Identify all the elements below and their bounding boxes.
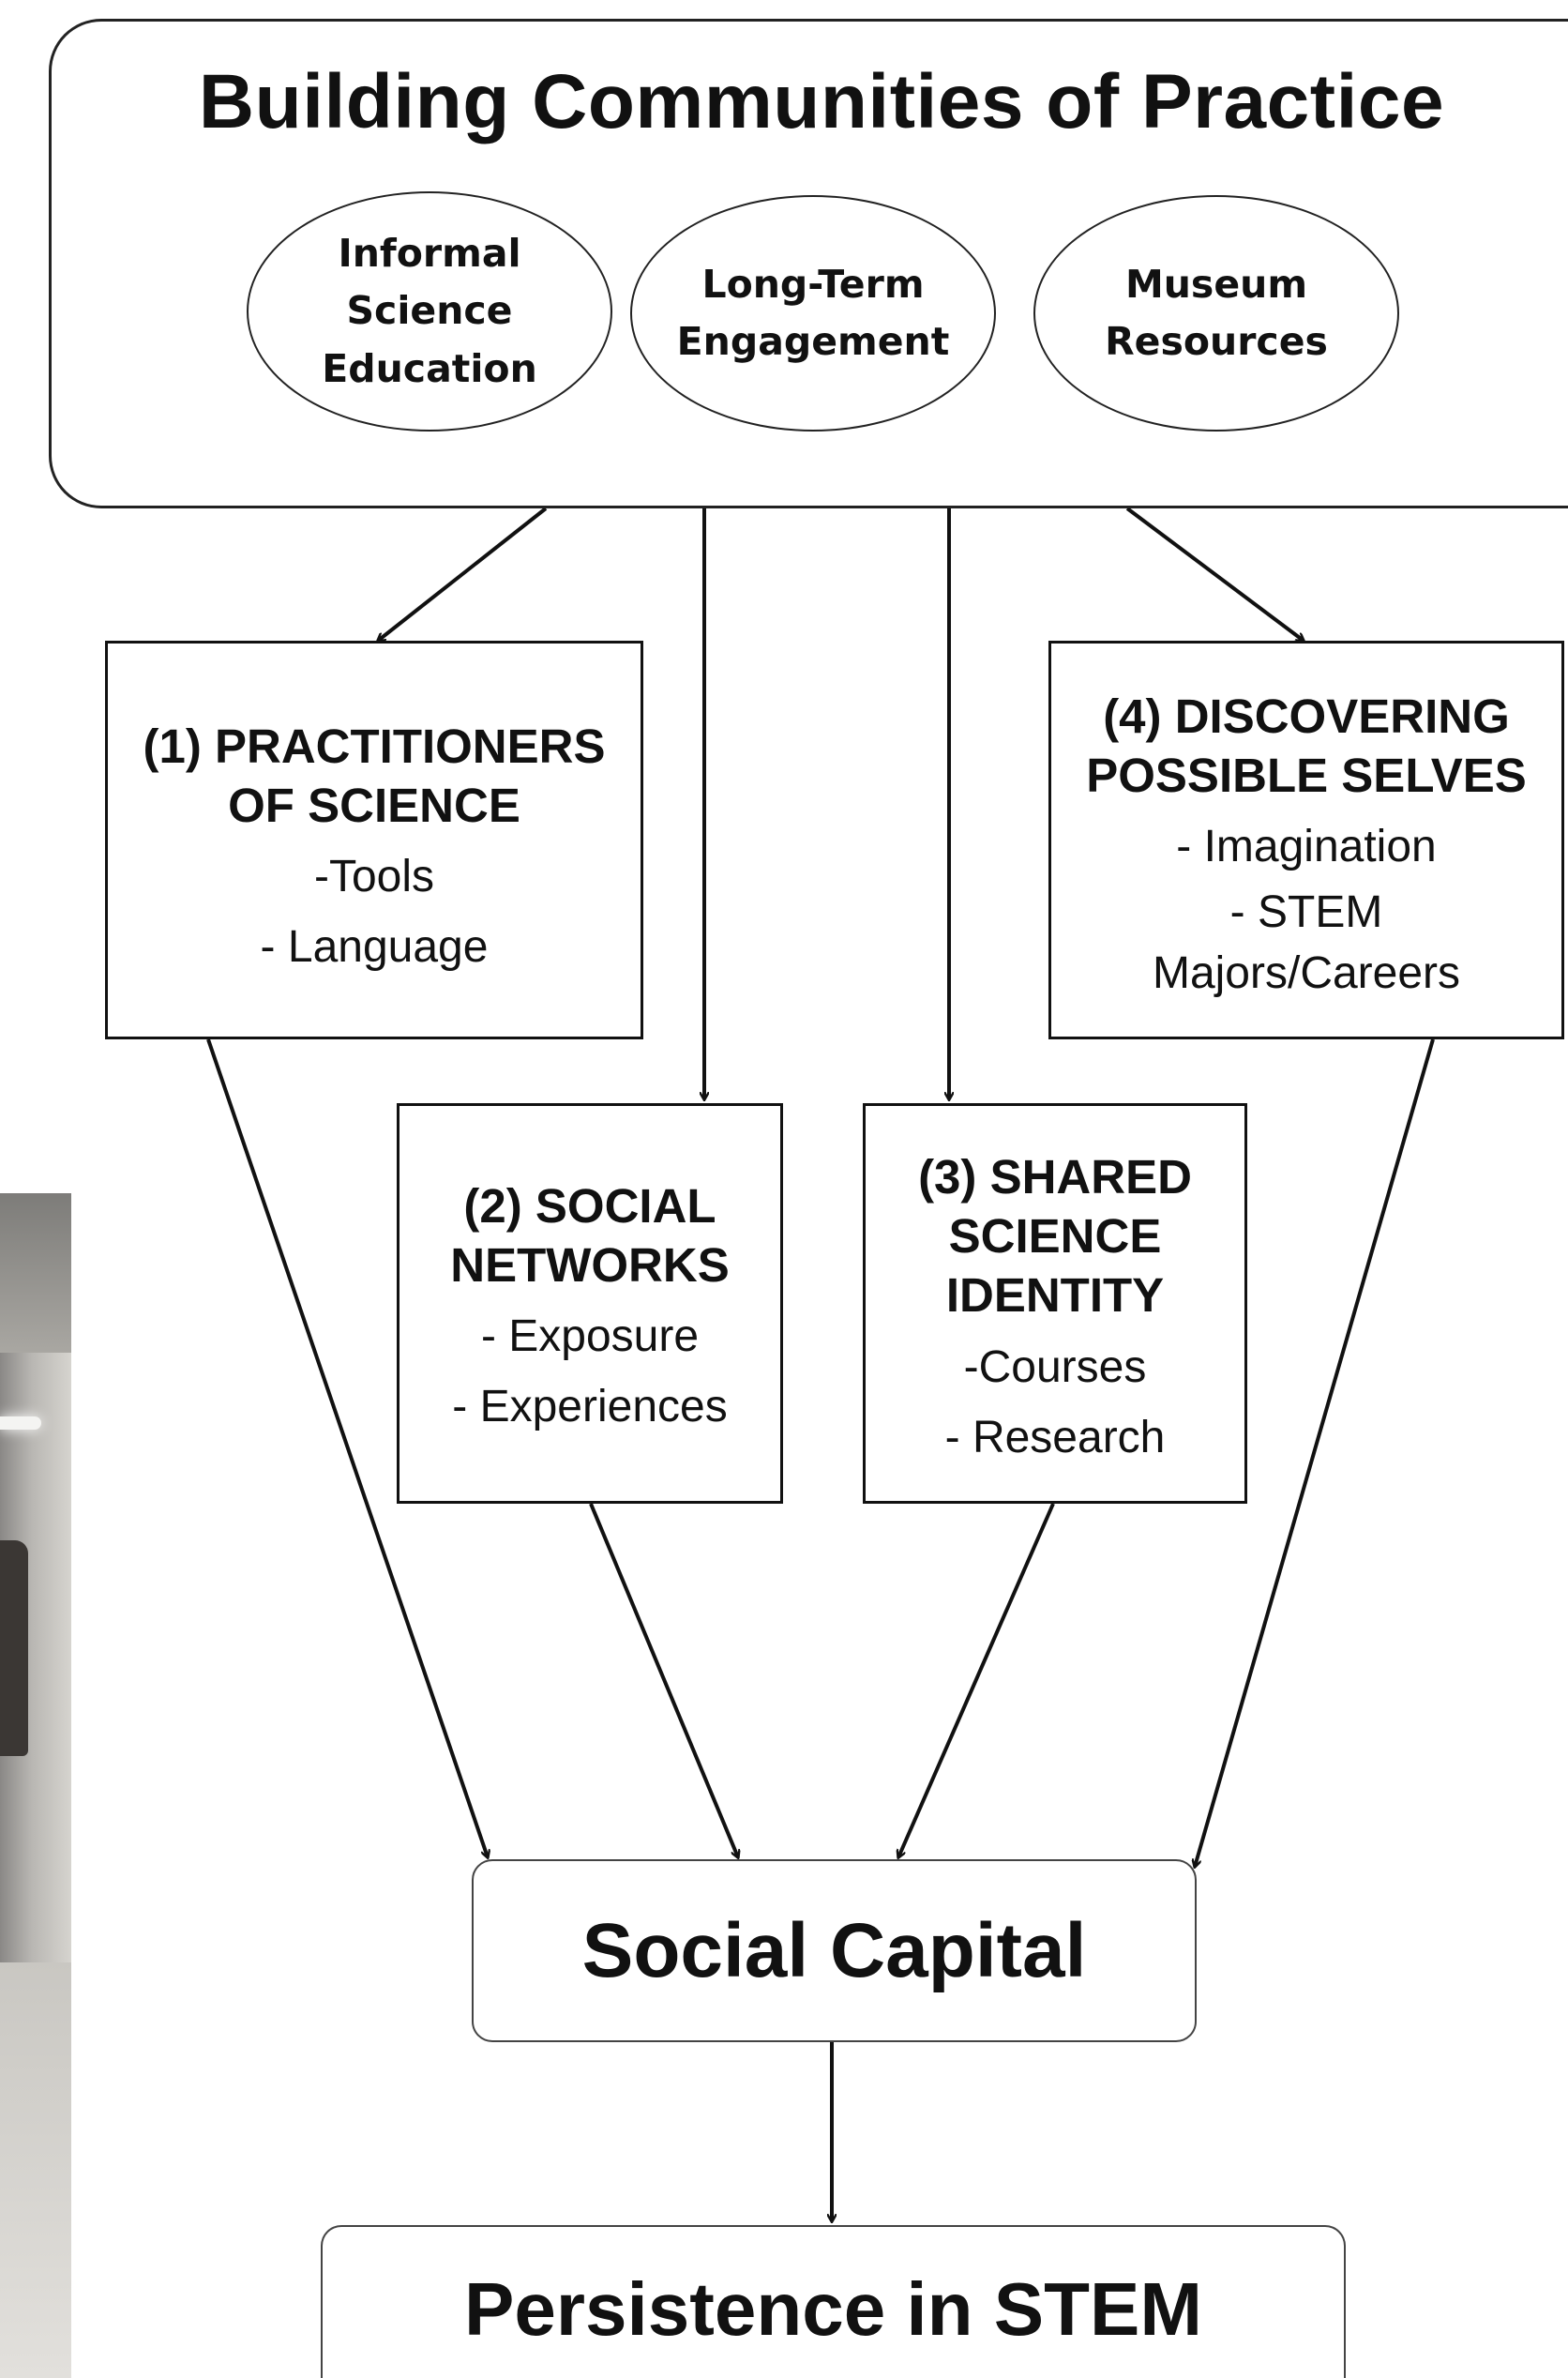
persistence-label: Persistence in STEM [464,2266,1202,2351]
box-heading: (1) PRACTITIONERS OF SCIENCE [143,717,605,835]
box-item: -Tools [313,852,435,902]
box-heading-line: (2) SOCIAL [463,1179,716,1233]
arrow-identity-to-capital [898,1503,1055,1857]
box-social-networks: (2) SOCIAL NETWORKS - Exposure - Experie… [397,1103,783,1504]
communities-of-practice-panel [49,19,1568,508]
box-item: - Exposure [480,1311,700,1362]
social-capital-box: Social Capital [472,1859,1197,2042]
oval-line: Resources [1105,319,1328,364]
photo-lamp [0,1416,41,1430]
photo-figure [0,1540,28,1756]
arrow-to-possible-selves [1125,507,1304,641]
box-heading: (3) SHARED SCIENCE IDENTITY [918,1147,1192,1325]
oval-line: Museum [1124,261,1308,307]
photo-ceiling [0,1193,71,1353]
photo-floor [0,1962,71,2378]
box-item: - Research [944,1412,1166,1462]
box-item: - Imagination [1176,822,1437,872]
box-heading-line: SCIENCE [948,1209,1162,1264]
box-heading-line: NETWORKS [450,1238,730,1293]
box-heading-line: POSSIBLE SELVES [1086,749,1527,803]
box-heading: (4) DISCOVERING POSSIBLE SELVES [1086,687,1527,805]
oval-long-term-engagement: Long-Term Engagement [630,195,996,432]
box-item: - STEM [1229,887,1383,938]
arrow-practitioners-to-capital [206,1038,488,1857]
oval-line: Long-Term [701,261,925,307]
oval-line: Engagement [676,319,950,364]
diagram-title: Building Communities of Practice [198,59,1445,144]
box-heading: (2) SOCIAL NETWORKS [450,1176,729,1295]
oval-line: Science [346,288,513,334]
box-shared-science-identity: (3) SHARED SCIENCE IDENTITY -Courses - R… [863,1103,1247,1504]
arrow-selves-to-capital [1195,1038,1435,1867]
box-heading-line: (1) PRACTITIONERS [143,719,606,773]
oval-line: Informal [338,230,521,276]
box-heading-line: (4) DISCOVERING [1103,689,1510,743]
box-item: - Language [260,922,489,973]
arrow-to-practitioners [378,507,548,641]
box-practitioners-of-science: (1) PRACTITIONERS OF SCIENCE -Tools - La… [105,641,643,1039]
oval-museum-resources: Museum Resources [1033,195,1399,432]
social-capital-label: Social Capital [581,1907,1087,1993]
arrow-networks-to-capital [589,1503,738,1857]
box-item: - Experiences [452,1382,728,1432]
oval-line: Education [322,345,537,391]
box-discovering-possible-selves: (4) DISCOVERING POSSIBLE SELVES - Imagin… [1048,641,1564,1039]
box-item: -Courses [963,1341,1147,1392]
oval-informal-science-education: Informal Science Education [247,191,612,432]
box-item: Majors/Careers [1152,948,1461,999]
background-photo [0,1193,71,2378]
persistence-in-stem-box: Persistence in STEM [321,2225,1346,2378]
box-heading-line: OF SCIENCE [228,779,520,833]
box-heading-line: IDENTITY [945,1268,1165,1323]
box-heading-line: (3) SHARED [918,1150,1192,1204]
